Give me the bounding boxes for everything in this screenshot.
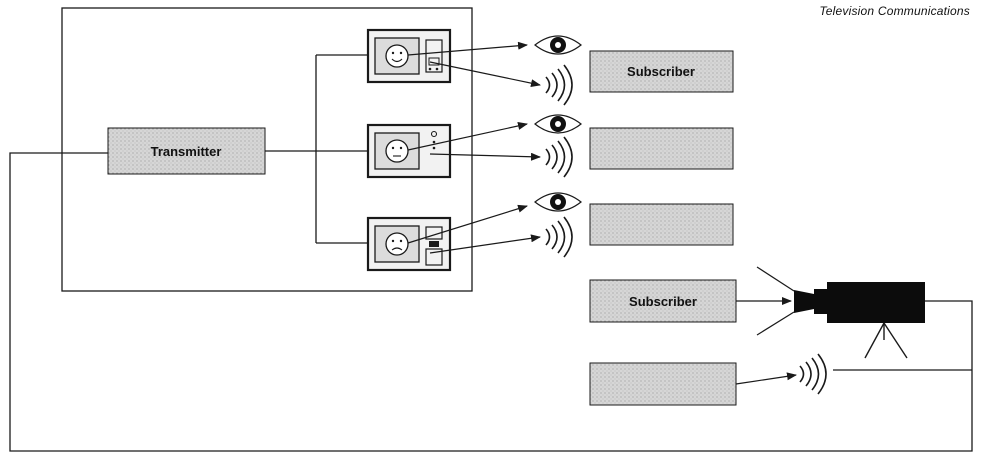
subscriber-box xyxy=(590,128,733,169)
television-set-icon xyxy=(368,30,450,82)
eye-icon xyxy=(535,36,581,54)
subscriber-label: Subscriber xyxy=(627,64,695,79)
sound-waves-icon xyxy=(546,137,572,177)
sound-waves-icon xyxy=(800,354,826,394)
sound-waves-icon xyxy=(546,217,572,257)
subscriber-box xyxy=(590,204,733,245)
transmitter-label: Transmitter xyxy=(151,144,222,159)
subscriber-label: Subscriber xyxy=(629,294,697,309)
sound-input-arrow xyxy=(736,375,796,384)
television-set-icon xyxy=(368,218,450,270)
television-set-icon xyxy=(368,125,450,177)
eye-icon xyxy=(535,115,581,133)
subscriber-box xyxy=(590,363,736,405)
eye-icon xyxy=(535,193,581,211)
video-camera-icon xyxy=(757,267,925,358)
sound-waves-icon xyxy=(546,65,572,105)
